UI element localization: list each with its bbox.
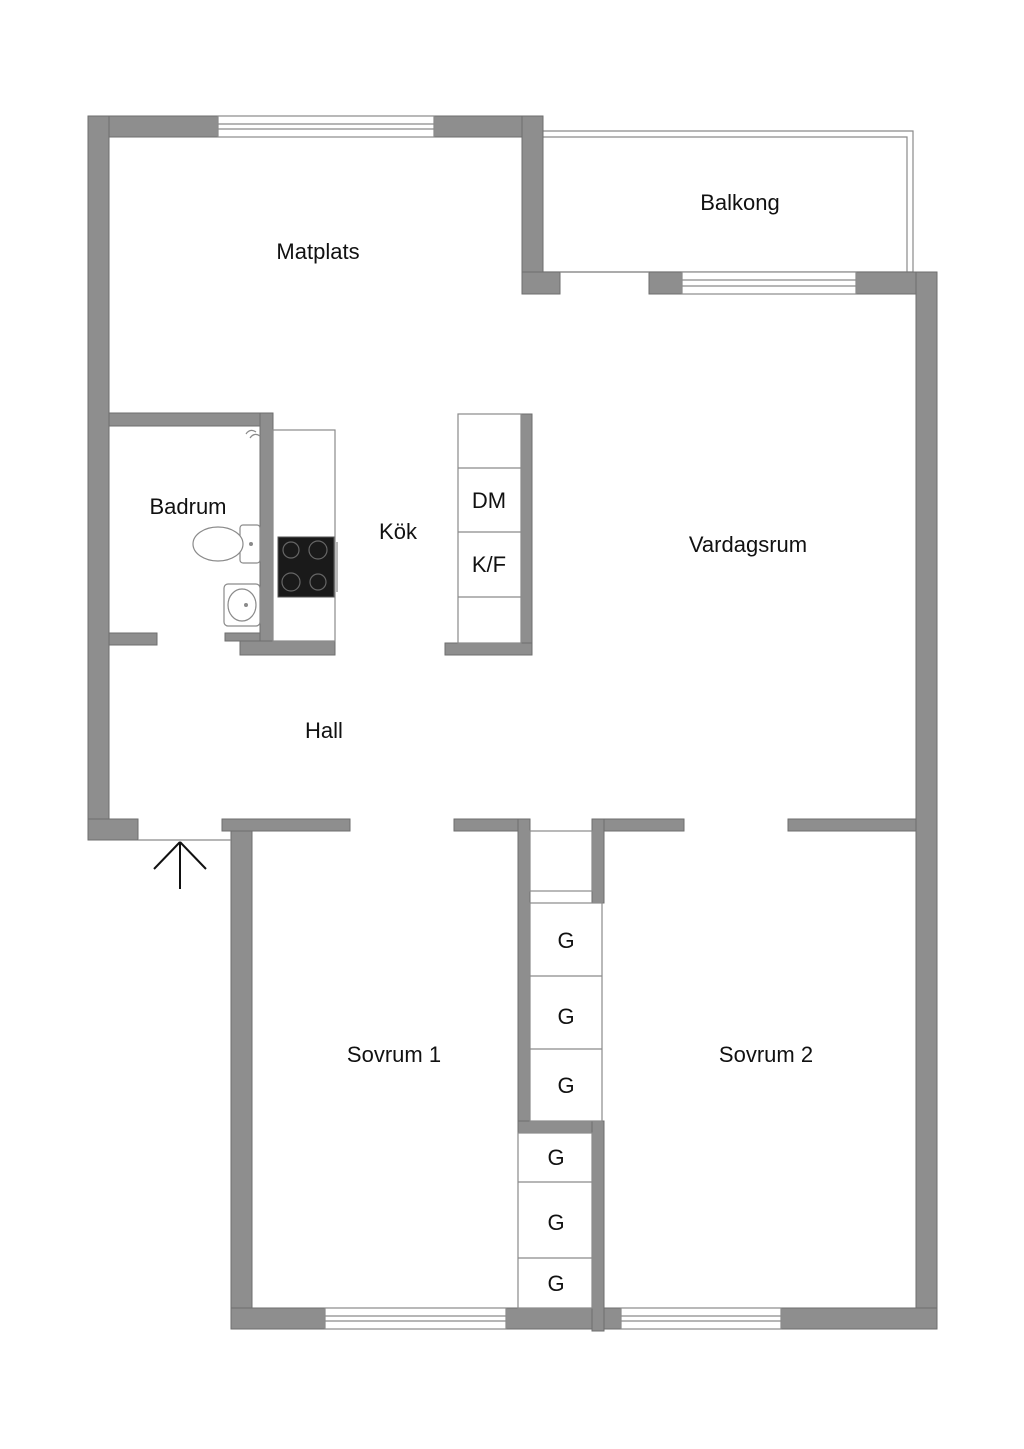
fridge-freezer-label: K/F: [472, 552, 506, 577]
bathroom-fixtures: [192, 429, 261, 627]
windows: [217, 115, 857, 1330]
kitchen-island: [457, 413, 522, 644]
shower-icon: [245, 429, 261, 439]
room-label-kok: Kök: [379, 519, 418, 544]
toilet-icon: [192, 524, 261, 564]
room-label-vardagsrum: Vardagsrum: [689, 532, 807, 557]
wardrobe-label: G: [557, 1073, 574, 1098]
room-label-hall: Hall: [305, 718, 343, 743]
wardrobes: [517, 902, 603, 1309]
wardrobe-label: G: [557, 1004, 574, 1029]
wardrobe-label: G: [547, 1145, 564, 1170]
window-sovrum2: [620, 1307, 782, 1330]
dishwasher-label: DM: [472, 488, 506, 513]
sink-icon: [223, 583, 261, 627]
wardrobe-label: G: [547, 1210, 564, 1235]
entrance-arrow-icon: [153, 841, 207, 889]
room-label-sovrum1: Sovrum 1: [347, 1042, 441, 1067]
room-label-sovrum2: Sovrum 2: [719, 1042, 813, 1067]
room-label-matplats: Matplats: [276, 239, 359, 264]
entrance: [138, 839, 231, 889]
wardrobe-label: G: [557, 928, 574, 953]
kitchen-counter: [272, 429, 338, 642]
closet-upper: [529, 830, 593, 892]
window-living: [681, 271, 857, 295]
room-label-balkong: Balkong: [700, 190, 780, 215]
window-top: [217, 115, 435, 138]
walls: [87, 115, 938, 1332]
room-label-badrum: Badrum: [149, 494, 226, 519]
window-sovrum1: [324, 1307, 507, 1330]
wardrobe-label: G: [547, 1271, 564, 1296]
